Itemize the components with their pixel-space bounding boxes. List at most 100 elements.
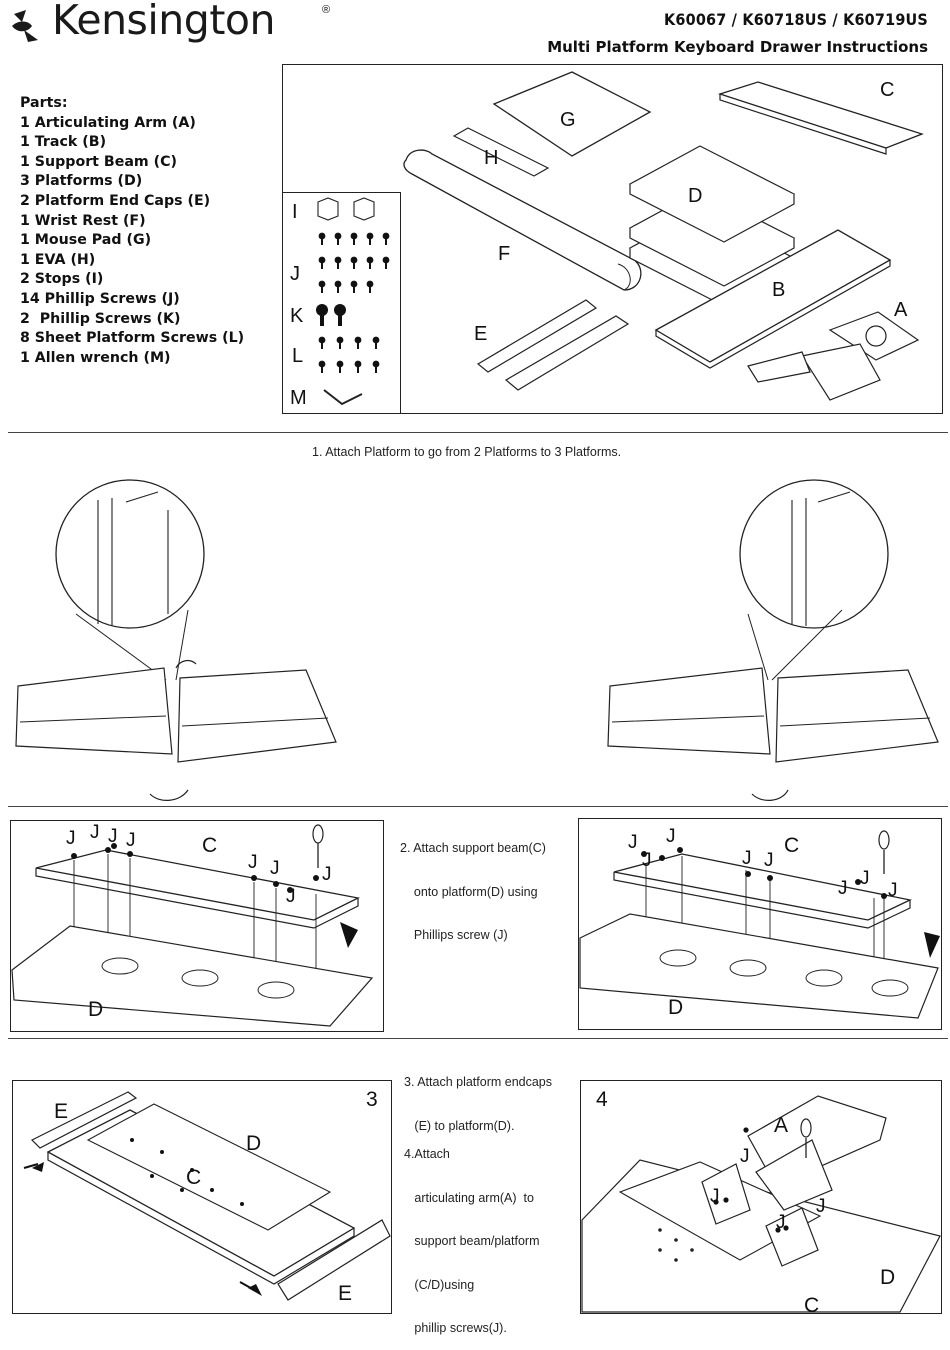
brand-name: Kensington — [52, 0, 275, 44]
stops-drawing — [317, 197, 375, 221]
part-label-g: G — [560, 109, 576, 131]
step3-line: 3. Attach platform endcaps — [404, 1075, 553, 1089]
step3-label-c: C — [186, 1166, 201, 1189]
platforms-drawing — [628, 145, 796, 307]
step4-illustration: 4 A J J J J D C — [581, 1088, 941, 1317]
part-label-b: B — [772, 279, 785, 301]
step2-label-j: J — [322, 864, 332, 885]
step4-line: support beam/platform — [404, 1234, 540, 1248]
kensington-logo: Kensington ® — [8, 0, 338, 50]
step4-label-j: J — [740, 1146, 750, 1167]
parts-item: 2 Stops (I) — [20, 271, 104, 288]
step2-label-d: D — [88, 998, 103, 1021]
allen-wrench-drawing — [323, 389, 363, 406]
parts-item: 2 Platform End Caps (E) — [20, 192, 211, 209]
parts-illustration: G H F C D B A E I J K L M — [290, 71, 924, 409]
step3-number: 3 — [366, 1088, 378, 1111]
step2-label-j: J — [248, 852, 258, 873]
step4-label-d: D — [880, 1266, 895, 1289]
divider — [8, 1038, 948, 1039]
parts-item: 1 Mouse Pad (G) — [20, 232, 152, 249]
step2-line: onto platform(D) using — [400, 884, 538, 899]
parts-item: 1 Allen wrench (M) — [20, 349, 171, 366]
screws-j-drawing — [318, 232, 390, 293]
kensington-lock-icon — [12, 10, 38, 42]
step4-label-a: A — [774, 1114, 788, 1137]
model-numbers: K60067 / K60718US / K60719US — [664, 10, 928, 29]
step2-label-c: C — [784, 834, 799, 857]
parts-item: 14 Phillip Screws (J) — [20, 290, 180, 307]
step4-line: phillip screws(J). — [404, 1321, 507, 1335]
step2-caption: 2. Attach support beam(C) onto platform(… — [400, 812, 546, 957]
step4-caption: 4.Attach articulating arm(A) to support … — [404, 1118, 539, 1350]
step3-illustration: 3 E D C E — [23, 1088, 391, 1305]
hardware-panel — [282, 192, 401, 414]
divider — [8, 432, 948, 433]
step2-label-j: J — [860, 868, 870, 889]
step2-label-j: J — [642, 850, 652, 871]
step2-label-j: J — [742, 848, 752, 869]
step2-label-j: J — [90, 822, 100, 843]
step2-label-j: J — [838, 878, 848, 899]
wrist-rest-drawing — [403, 149, 642, 291]
step4-label-j: J — [710, 1186, 720, 1207]
step4-number: 4 — [596, 1088, 608, 1111]
step4-label-c: C — [804, 1294, 819, 1317]
parts-item: 1 Wrist Rest (F) — [20, 212, 146, 229]
end-caps-drawing — [476, 299, 630, 391]
parts-item: 1 Articulating Arm (A) — [20, 114, 196, 131]
parts-item: 8 Sheet Platform Screws (L) — [20, 330, 245, 347]
step1-left-illustration — [15, 479, 337, 801]
part-label-f: F — [498, 243, 510, 265]
step2-label-j: J — [270, 858, 280, 879]
part-label-d: D — [688, 185, 702, 207]
registered-mark: ® — [322, 4, 331, 16]
part-label-i: I — [292, 201, 298, 223]
step3-caption: 3. Attach platform endcaps (E) to platfo… — [404, 1046, 552, 1148]
step3-label-e: E — [338, 1282, 352, 1305]
part-label-l: L — [292, 345, 303, 367]
step2-label-j: J — [888, 880, 898, 901]
step3-label-e: E — [54, 1100, 68, 1123]
part-label-e: E — [474, 323, 487, 345]
screws-k-drawing — [316, 304, 346, 326]
step4-line: (C/D)using — [404, 1277, 475, 1292]
part-label-k: K — [290, 305, 304, 327]
step4-line: articulating arm(A) to — [404, 1190, 534, 1205]
step4-label-j: J — [816, 1196, 826, 1217]
parts-heading: Parts: — [20, 95, 68, 111]
page-title: Multi Platform Keyboard Drawer Instructi… — [547, 38, 928, 56]
part-label-c: C — [880, 79, 894, 101]
part-label-a: A — [894, 299, 908, 321]
step2-label-j: J — [764, 850, 774, 871]
step2-label-c: C — [202, 834, 217, 857]
step2-label-j: J — [286, 886, 296, 907]
parts-list: Parts: 1 Articulating Arm (A) 1 Track (B… — [20, 94, 244, 368]
mouse-pad-drawing — [492, 71, 652, 157]
parts-item: 2 Phillip Screws (K) — [20, 310, 181, 327]
step2-label-d: D — [668, 996, 683, 1019]
step2-label-j: J — [628, 832, 638, 853]
parts-item: 1 Track (B) — [20, 134, 107, 151]
step2-line: Phillips screw (J) — [400, 928, 508, 942]
step2-label-j: J — [66, 828, 76, 849]
part-label-h: H — [484, 147, 498, 169]
step4-line: 4.Attach — [404, 1147, 450, 1161]
step2-label-j: J — [108, 826, 118, 847]
step2-left-illustration: J J J J J J J J C D — [11, 822, 374, 1027]
parts-item: 1 Support Beam (C) — [20, 153, 178, 170]
step2-right-illustration: J J J J J J J J C D — [579, 826, 940, 1019]
step1-right-illustration — [607, 479, 939, 801]
divider — [8, 806, 948, 807]
eva-drawing — [452, 127, 550, 177]
parts-item: 3 Platforms (D) — [20, 173, 143, 190]
articulating-arm-drawing — [747, 311, 920, 401]
step2-label-j: J — [126, 830, 136, 851]
step1-caption: 1. Attach Platform to go from 2 Platform… — [312, 445, 622, 459]
step3-line: (E) to platform(D). — [404, 1118, 515, 1133]
step4-label-j: J — [776, 1212, 786, 1233]
step2-label-j: J — [666, 826, 676, 847]
screws-l-drawing — [318, 336, 380, 373]
part-label-m: M — [290, 387, 307, 409]
support-beam-drawing — [717, 81, 924, 149]
